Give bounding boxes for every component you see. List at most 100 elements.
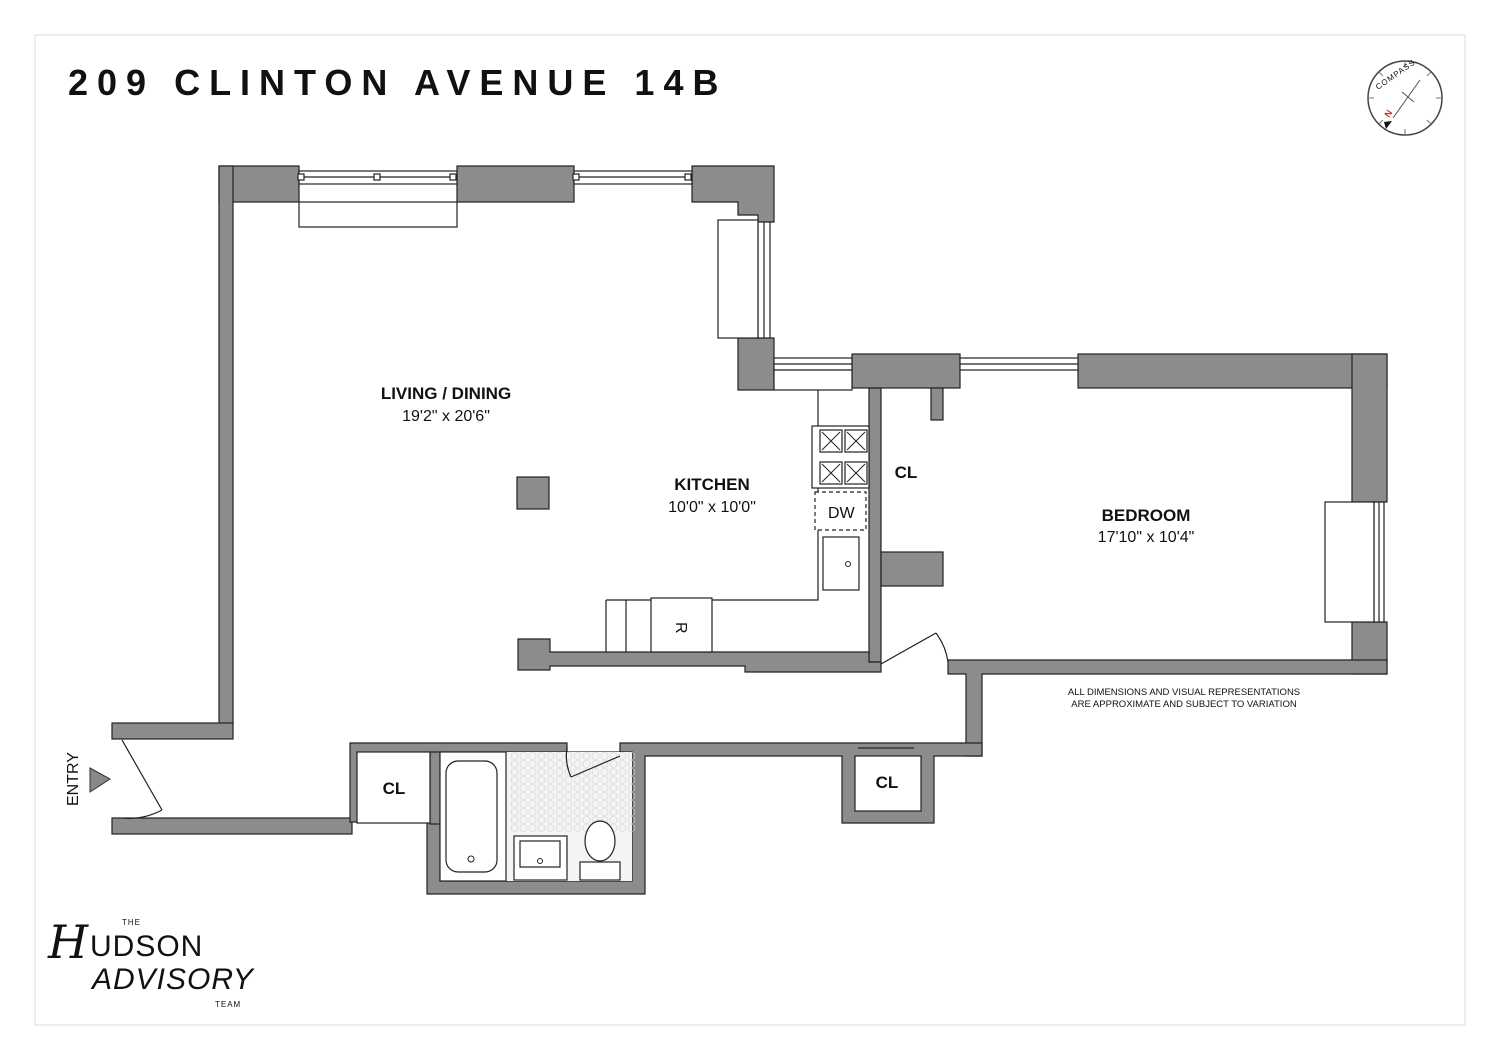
bath-tile — [618, 768, 627, 776]
bath-tile — [519, 808, 528, 816]
bath-tile — [546, 776, 555, 784]
bath-tile — [528, 816, 537, 824]
bath-tile — [600, 808, 609, 816]
bath-tile — [528, 800, 537, 808]
bath-tile — [546, 816, 555, 824]
bath-tile — [564, 808, 573, 816]
bath-tile — [573, 808, 582, 816]
bath-tile — [537, 760, 546, 768]
bath-tile — [510, 768, 519, 776]
bath-tile — [573, 760, 582, 768]
bath-tile — [555, 792, 564, 800]
logo-h: H — [47, 915, 89, 969]
bath-tile — [519, 760, 528, 768]
bath-tile — [609, 800, 618, 808]
bath-tile — [591, 792, 600, 800]
bath-tile — [600, 776, 609, 784]
bath-tile — [519, 824, 528, 832]
logo-hudson: UDSON — [90, 930, 203, 963]
refrigerator-icon: R — [650, 597, 713, 653]
bath-sink-icon — [513, 835, 568, 881]
logo-advisory: ADVISORY — [90, 963, 255, 996]
bath-tile — [510, 752, 519, 760]
bath-tile — [564, 816, 573, 824]
bath-tile — [519, 752, 528, 760]
toilet-icon — [579, 820, 621, 881]
bath-tile — [555, 760, 564, 768]
bath-tile — [546, 792, 555, 800]
doors — [121, 632, 949, 819]
disclaimer-line-2: ARE APPROXIMATE AND SUBJECT TO VARIATION — [1071, 699, 1297, 710]
bath-tile — [609, 816, 618, 824]
bath-tile — [573, 800, 582, 808]
bath-tile — [564, 792, 573, 800]
bathtub-icon — [439, 751, 507, 882]
bath-tile — [537, 792, 546, 800]
bath-tile — [582, 800, 591, 808]
bath-tile — [564, 760, 573, 768]
bath-tile — [546, 824, 555, 832]
bath-tile — [618, 776, 627, 784]
bath-tile — [528, 824, 537, 832]
living-room-name: LIVING / DINING — [381, 384, 511, 403]
bath-tile — [627, 816, 636, 824]
compass-icon: N COMPASS — [1367, 58, 1443, 136]
left-closet-label: CL — [383, 779, 406, 798]
bath-tile — [627, 768, 636, 776]
bath-tile — [618, 816, 627, 824]
kitchen-dims: 10'0" x 10'0" — [668, 499, 756, 516]
bath-tile-pattern — [510, 752, 636, 832]
bath-tile — [537, 752, 546, 760]
bath-tile — [564, 752, 573, 760]
bath-tile — [555, 776, 564, 784]
bath-tile — [573, 768, 582, 776]
bath-tile — [528, 768, 537, 776]
entry-label: ENTRY — [65, 752, 82, 806]
bath-tile — [618, 824, 627, 832]
bath-tile — [591, 752, 600, 760]
bath-tile — [600, 768, 609, 776]
stove-icon — [811, 425, 870, 489]
bath-tile — [618, 784, 627, 792]
bath-tile — [627, 752, 636, 760]
bath-tile — [591, 808, 600, 816]
bath-tile — [564, 784, 573, 792]
bath-tile — [510, 776, 519, 784]
bath-tile — [591, 784, 600, 792]
bath-tile — [510, 784, 519, 792]
bath-tile — [555, 768, 564, 776]
bath-tile — [582, 816, 591, 824]
bath-tile — [582, 752, 591, 760]
bath-tile — [600, 784, 609, 792]
kitchen-name: KITCHEN — [674, 475, 750, 494]
bath-tile — [510, 808, 519, 816]
bath-tile — [528, 784, 537, 792]
bath-tile — [627, 792, 636, 800]
bath-tile — [564, 776, 573, 784]
bath-tile — [627, 760, 636, 768]
bath-tile — [582, 784, 591, 792]
bath-tile — [591, 800, 600, 808]
bath-tile — [546, 800, 555, 808]
bath-tile — [528, 752, 537, 760]
bath-tile — [600, 800, 609, 808]
disclaimer-line-1: ALL DIMENSIONS AND VISUAL REPRESENTATION… — [1068, 687, 1300, 698]
bath-tile — [627, 800, 636, 808]
hall-closet-label: CL — [876, 773, 899, 792]
bath-tile — [555, 824, 564, 832]
bath-tile — [600, 752, 609, 760]
bath-tile — [528, 808, 537, 816]
bath-tile — [519, 792, 528, 800]
bath-tile — [627, 784, 636, 792]
entry-arrow-icon — [89, 767, 111, 793]
bath-tile — [555, 800, 564, 808]
bath-tile — [528, 760, 537, 768]
windows — [297, 170, 1385, 623]
compass-north-label: N — [1382, 108, 1394, 119]
bath-tile — [510, 824, 519, 832]
bath-tile — [618, 792, 627, 800]
hudson-advisory-logo: THE H UDSON ADVISORY TEAM — [47, 915, 255, 1009]
bath-tile — [537, 816, 546, 824]
bath-tile — [546, 752, 555, 760]
